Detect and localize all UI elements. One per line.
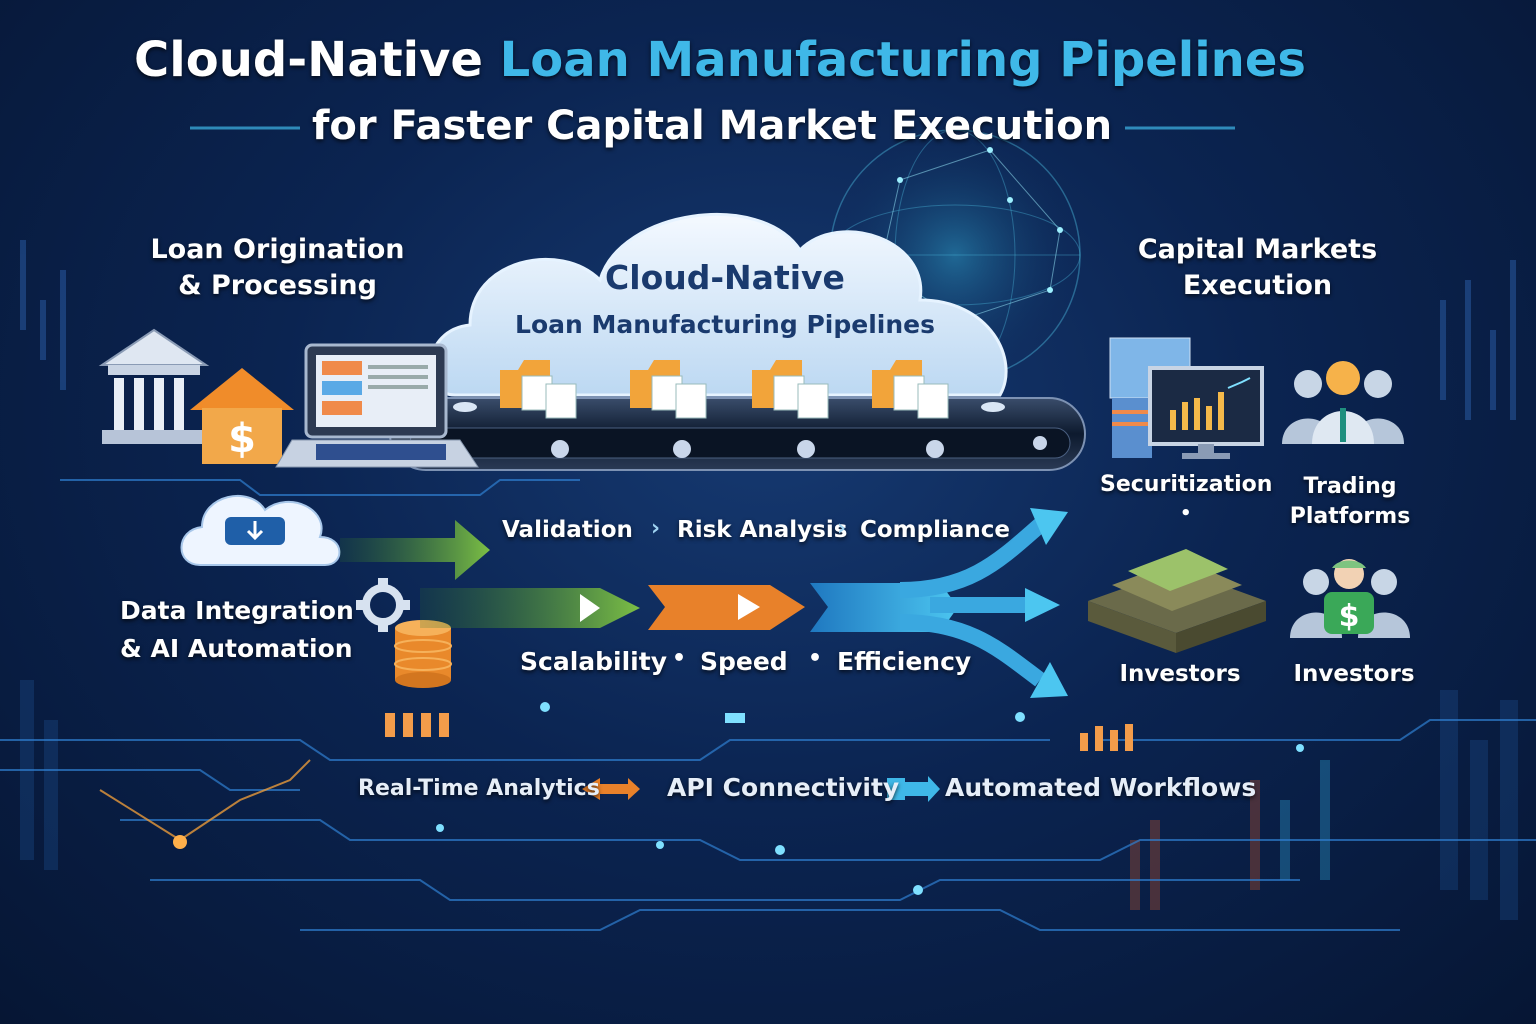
svg-text:$: $: [1339, 599, 1360, 634]
trading-line2: Platforms: [1289, 504, 1411, 529]
loan-origination-line2: & Processing: [178, 270, 377, 301]
benefit-dot-2: •: [808, 646, 823, 671]
database-icon: [394, 620, 452, 688]
benefit-scalability: Scalability: [520, 647, 667, 676]
main-title: Cloud-Native Loan Manufacturing Pipeline…: [0, 32, 1440, 88]
benefit-dot-1: •: [672, 646, 687, 671]
cloud-subtitle: Loan Manufacturing Pipelines: [515, 310, 935, 339]
house-dollar-icon: $: [190, 368, 294, 464]
capital-markets-heading: Capital Markets Execution: [1120, 232, 1395, 304]
title-part1: Cloud-Native: [134, 32, 483, 88]
loan-origination-line1: Loan Origination: [150, 234, 405, 265]
trading-line1: Trading: [1303, 474, 1397, 499]
circuit-lines: [0, 479, 1536, 931]
step-risk-analysis: Risk Analysis: [677, 517, 848, 543]
investors-label-2: Investors: [1293, 661, 1415, 687]
cloud-download-icon: [180, 494, 341, 566]
folder-icon: [500, 360, 949, 419]
step-separator-1: ›: [651, 516, 661, 541]
background-candles: [20, 240, 1518, 920]
data-integration-heading: Data Integration & AI Automation: [120, 592, 354, 668]
investors-dollar-icon: $: [1290, 559, 1410, 638]
benefit-speed: Speed: [700, 647, 788, 676]
cloud-shape: [428, 212, 1008, 397]
conveyor-belt: [389, 397, 1086, 471]
svg-text:$: $: [228, 416, 256, 462]
investors-label-1: Investors: [1119, 661, 1241, 687]
subtitle: for Faster Capital Market Execution: [311, 103, 1113, 149]
blue-transfer-icon: [887, 776, 940, 802]
orange-double-arrow-icon: [582, 778, 640, 800]
step-compliance: Compliance: [860, 517, 1011, 543]
cloud-title: Cloud-Native: [605, 258, 845, 297]
business-people-icon: [1282, 361, 1404, 444]
step-separator-2: ›: [837, 516, 847, 541]
green-arrow: [340, 520, 490, 580]
title-part2: Loan Manufacturing Pipelines: [499, 32, 1306, 88]
capital-markets-line2: Execution: [1182, 270, 1333, 301]
securitization-dot: •: [1180, 503, 1192, 524]
trading-platforms-label: Trading Platforms: [1280, 472, 1420, 532]
securitization-label: Securitization: [1100, 472, 1273, 497]
capital-markets-line1: Capital Markets: [1137, 234, 1378, 265]
gear-icon: [356, 578, 410, 632]
data-integration-line2: & AI Automation: [120, 634, 353, 663]
step-validation: Validation: [502, 517, 633, 543]
automated-workflows-label: Automated Workflows: [945, 773, 1257, 802]
data-integration-line1: Data Integration: [120, 596, 354, 625]
realtime-analytics-label: Real-Time Analytics: [358, 776, 600, 801]
laptop-icon: [275, 343, 479, 468]
green-chevron-arrow: [420, 588, 640, 628]
monitor-chart-icon: [1109, 337, 1264, 459]
building-icon: [1088, 549, 1266, 653]
api-connectivity-label: API Connectivity: [667, 773, 900, 802]
loan-origination-heading: Loan Origination & Processing: [140, 232, 415, 304]
benefit-efficiency: Efficiency: [837, 647, 972, 676]
bank-icon: [98, 328, 210, 444]
orange-chevron-arrow: [648, 585, 805, 630]
